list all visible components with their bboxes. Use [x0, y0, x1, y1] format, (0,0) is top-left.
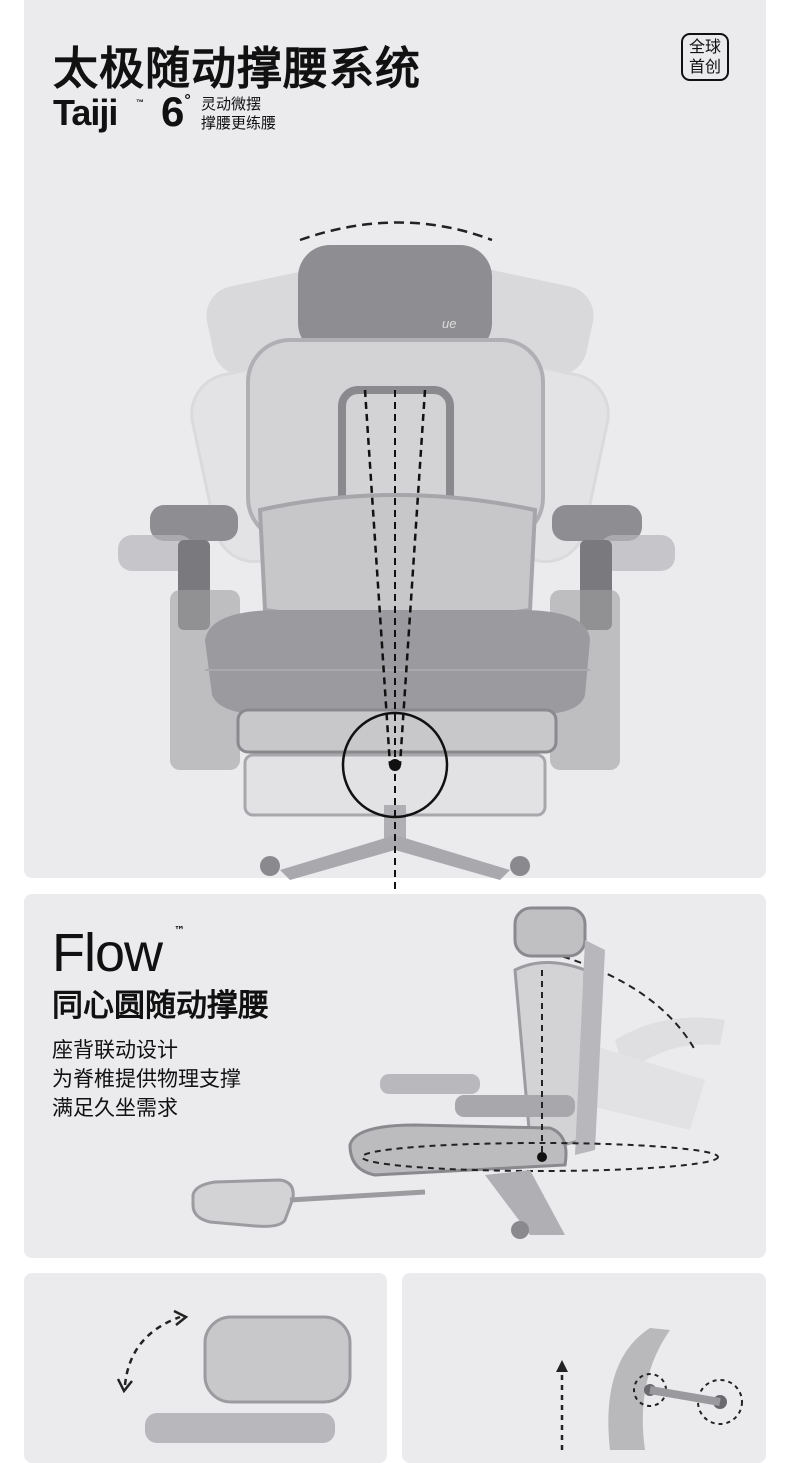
- subtitle-line-1: 灵动微摆: [201, 95, 262, 113]
- chair-side-illustration: [191, 906, 725, 1239]
- flow-description: 座背联动设计 为脊椎提供物理支撑 满足久坐需求: [52, 1036, 241, 1123]
- subtitle: 灵动微摆 撑腰更练腰: [201, 95, 276, 133]
- badge-line-1: 全球: [688, 37, 721, 56]
- badge-line-2: 首创: [688, 57, 721, 76]
- taiji-brand: Taiji: [53, 92, 118, 134]
- chair-logo-text: ue: [442, 316, 456, 331]
- subtitle-line-2: 撑腰更练腰: [201, 114, 277, 132]
- flow-heading: 同心圆随动撑腰: [52, 988, 269, 1024]
- degree-value: 6: [161, 88, 185, 135]
- degree-symbol: °: [184, 92, 191, 109]
- flow-desc-line-2: 为脊椎提供物理支撑: [52, 1067, 241, 1091]
- headrest-panel: [402, 1273, 766, 1463]
- degree-label: 6°: [161, 88, 191, 136]
- headrest-illustration: [556, 1328, 743, 1450]
- global-first-badge: 全球 首创: [681, 33, 729, 81]
- chair-front-illustration: ue: [118, 221, 675, 890]
- flow-desc-line-3: 满足久坐需求: [52, 1096, 178, 1120]
- flow-brand: Flow: [52, 923, 163, 983]
- page-title: 太极随动撑腰系统: [53, 42, 422, 95]
- flow-desc-line-1: 座背联动设计: [52, 1038, 178, 1062]
- armrest-illustration: [116, 1309, 352, 1443]
- flow-tm-mark: ™: [174, 924, 185, 937]
- taiji-tm-mark: ™: [136, 98, 144, 107]
- taiji-brand-text: Taiji: [53, 92, 118, 133]
